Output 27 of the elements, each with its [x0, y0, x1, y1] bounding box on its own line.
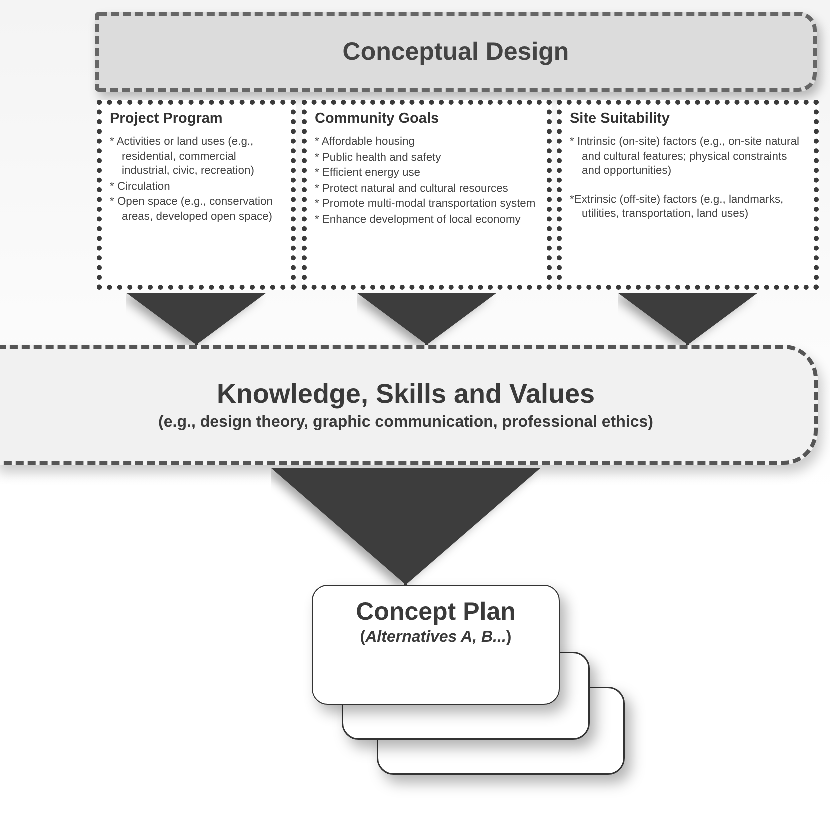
card-title: Concept Plan	[356, 598, 516, 627]
bullet-item: * Protect natural and cultural resources	[315, 182, 510, 196]
bullet-item: * Open space (e.g., conservation areas, developed open space)	[110, 195, 274, 224]
band-subtitle: (e.g., design theory, graphic communication, professional ethics)	[158, 414, 654, 432]
box-heading: Community Goals	[315, 111, 440, 127]
dashed-band	[0, 345, 818, 465]
dotted-box	[557, 100, 819, 290]
heading: Conceptual Design	[342, 38, 570, 66]
arrow	[126, 293, 266, 345]
card-subtitle: (Alternatives A, B...)	[360, 629, 512, 647]
bullet-item: * Intrinsic (on-site) factors (e.g., on-site natural and cultural features; physical constraints and opportunities)	[570, 135, 800, 178]
band-title: Knowledge, Skills and Values	[216, 378, 596, 410]
arrow	[618, 293, 758, 345]
dotted-box	[97, 100, 296, 290]
title-banner	[95, 12, 817, 92]
bullet-item: * Efficient energy use	[315, 166, 422, 180]
bullet-item: * Public health and safety	[315, 150, 442, 165]
bullet-item: * Activities or land uses (e.g., residential, commercial industrial, civic, recreation)	[110, 135, 256, 178]
box-heading: Site Suitability	[570, 111, 671, 127]
dotted-box	[302, 100, 552, 290]
bullet-item: * Circulation	[110, 180, 172, 194]
bullet-item: * Enhance development of local economy	[315, 212, 522, 227]
box-heading: Project Program	[110, 111, 224, 127]
bullet-item: * Affordable housing	[315, 135, 416, 150]
bullet-item: *Extrinsic (off-site) factors (e.g., landmarks, utilities, transportation, land uses)	[570, 192, 785, 222]
plan-card	[312, 585, 560, 705]
bullet-item: * Promote multi-modal transportation system	[315, 197, 537, 212]
